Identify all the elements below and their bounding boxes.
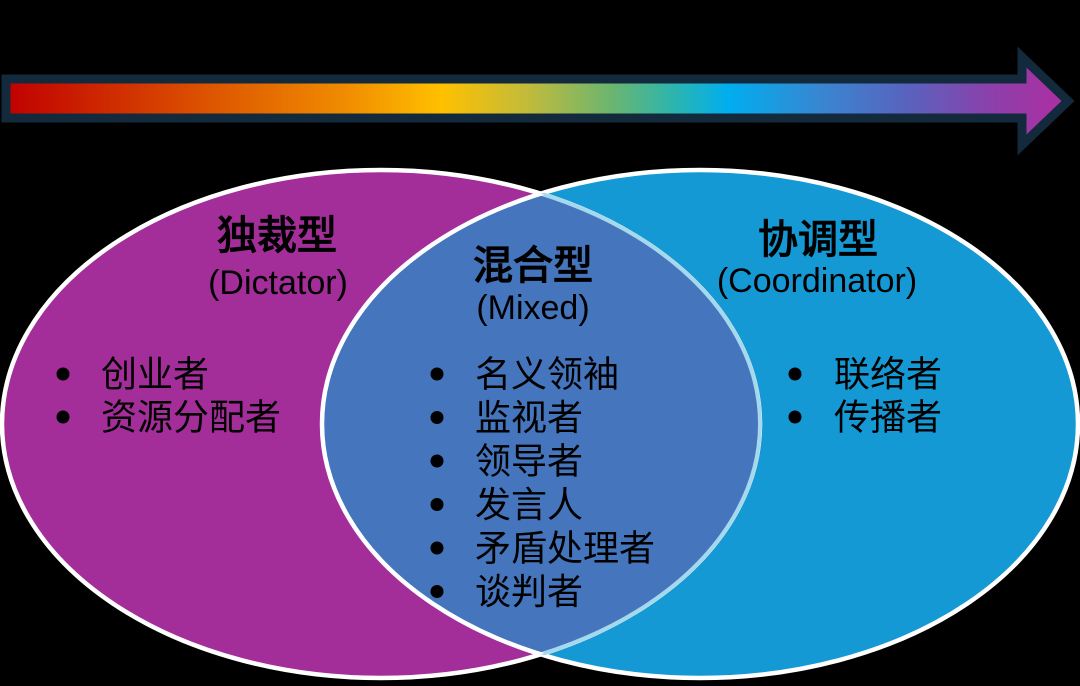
bullet-icon <box>430 411 444 424</box>
list-item: 名义领袖 <box>475 354 619 395</box>
mixed-overlap-region <box>322 170 760 678</box>
dictator-title: 独裁型 <box>217 214 337 258</box>
coordinator-title: 协调型 <box>758 218 878 262</box>
coordinator-role-list: 联络者 传播者 <box>788 354 942 438</box>
list-item: 矛盾处理者 <box>475 528 655 569</box>
mixed-label-group: 混合型 (Mixed) <box>473 244 593 327</box>
list-item: 监视者 <box>475 397 583 438</box>
overlap-inner-arc <box>322 170 762 678</box>
list-item: 联络者 <box>834 354 942 395</box>
coordinator-label-group: 协调型 (Coordinator) <box>717 218 917 300</box>
bullet-icon <box>788 367 802 381</box>
list-item: 领导者 <box>475 441 583 482</box>
list-item: 传播者 <box>834 397 942 438</box>
bullet-icon <box>788 410 802 424</box>
bullet-icon <box>430 498 444 511</box>
mixed-role-list: 名义领袖 监视者 领导者 发言人 矛盾处理者 谈判者 <box>430 354 655 612</box>
overlap-white-arc <box>319 170 760 678</box>
bullet-icon <box>430 367 444 381</box>
bullet-icon <box>430 585 444 598</box>
dictator-role-list: 创业者 资源分配者 <box>56 354 281 438</box>
list-item: 创业者 <box>101 354 209 395</box>
list-item: 资源分配者 <box>101 397 281 438</box>
bullet-icon <box>430 454 444 468</box>
list-item: 谈判者 <box>475 571 583 612</box>
coordinator-subtitle: (Coordinator) <box>717 262 917 300</box>
mixed-subtitle: (Mixed) <box>476 289 589 327</box>
dictator-label-group: 独裁型 (Dictator) <box>208 214 348 302</box>
mixed-title: 混合型 <box>473 244 593 288</box>
list-item: 发言人 <box>475 484 583 525</box>
bullet-icon <box>56 410 70 424</box>
bullet-icon <box>56 367 70 381</box>
bullet-icon <box>430 541 444 555</box>
spectrum-arrow <box>1 46 1075 156</box>
dictator-subtitle: (Dictator) <box>208 264 348 302</box>
